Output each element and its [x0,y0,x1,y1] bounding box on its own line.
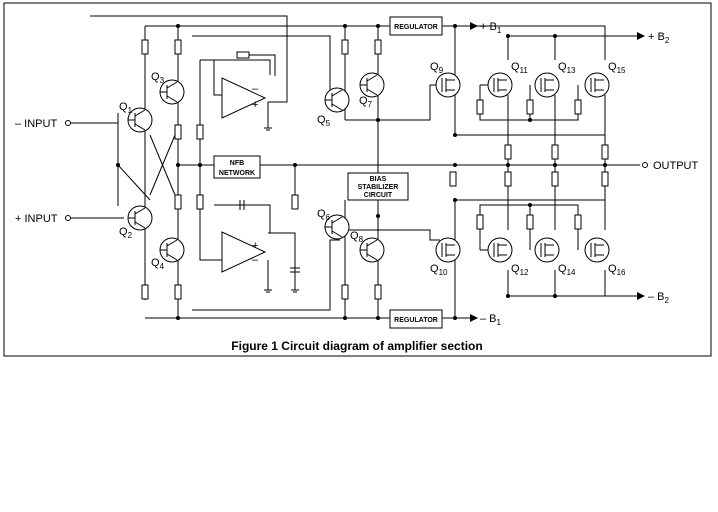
opamp-upper-plus: + [252,99,258,111]
resistors [141,39,609,300]
transistor-label-q5: Q5 [317,114,331,128]
svg-text:+ B2: + B2 [648,31,670,45]
neg-input-label: – INPUT [15,118,57,130]
pos-input-terminal [65,215,71,221]
transistor-label-q8: Q8 [350,230,364,244]
transistor-label-q2: Q2 [119,226,133,240]
junction-dots [116,24,607,320]
transistor-label-q7: Q7 [359,95,373,109]
neg-b1-label: – B1 [480,313,502,327]
capacitors [239,200,300,273]
bjt-symbols [127,72,385,263]
opamp-lower-plus: + [252,240,258,252]
transistor-label-q10: Q10 [430,263,448,277]
mosfet-internals [441,78,604,257]
output-label: OUTPUT [653,160,699,172]
opamp-lower: + – [221,231,267,273]
nfb-network-block: NFB NETWORK [213,155,261,179]
input-output-terminals [65,120,648,221]
pos-b2-label: + B2 [648,31,670,45]
wiring [70,15,640,319]
neg-input-terminal [65,120,71,126]
opamp-upper: – + [221,77,267,119]
transistor-label-q15: Q15 [608,61,626,75]
figure-caption: Figure 1 Circuit diagram of amplifier se… [231,339,482,353]
transistor-label-q6: Q6 [317,208,331,222]
bias-label-line2: STABILIZER [358,184,399,191]
pos-input-label: + INPUT [15,213,58,225]
supply-arrows [470,22,645,322]
svg-text:+ B1: + B1 [480,21,502,35]
pos-b1-label: + B1 [480,21,502,35]
svg-text:– B2: – B2 [648,291,670,305]
transistor-label-q3: Q3 [151,71,165,85]
opamp-lower-minus: – [252,254,259,266]
bias-label-line1: BIAS [370,176,387,183]
transistor-label-q9: Q9 [430,61,444,75]
transistor-label-q16: Q16 [608,263,626,277]
nfb-label-line2: NETWORK [219,170,255,177]
regulator-top-block: REGULATOR [389,16,443,36]
opamp-upper-minus: – [252,83,259,95]
nfb-label-line1: NFB [230,160,244,167]
transistor-label-q13: Q13 [558,61,576,75]
regulator-bottom-label: REGULATOR [394,317,438,324]
bias-stabilizer-block: BIAS STABILIZER CIRCUIT [347,172,409,201]
bias-label-line3: CIRCUIT [364,192,393,199]
regulator-top-label: REGULATOR [394,24,438,31]
transistor-label-q14: Q14 [558,263,576,277]
transistor-label-q11: Q11 [511,61,528,75]
transistor-label-q1: Q1 [119,101,133,115]
svg-text:– B1: – B1 [480,313,502,327]
transistor-label-q12: Q12 [511,263,529,277]
transistor-label-q4: Q4 [151,257,165,271]
output-terminal [642,162,648,168]
ground-symbols [264,127,299,293]
bjt-internals [128,74,378,261]
neg-b2-label: – B2 [648,291,670,305]
regulator-bottom-block: REGULATOR [389,309,443,329]
